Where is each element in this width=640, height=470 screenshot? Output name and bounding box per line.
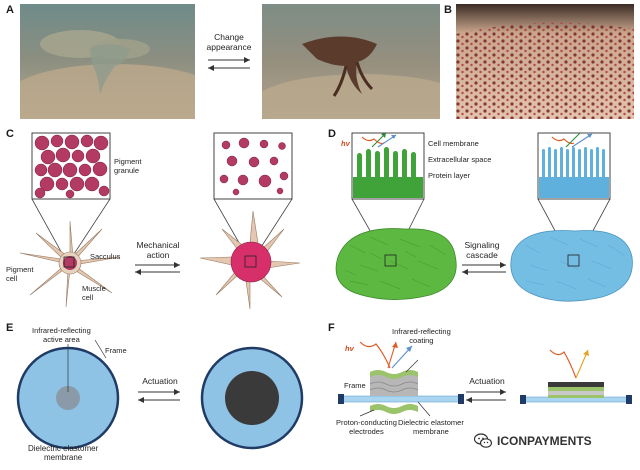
frame-label-f: Frame <box>344 381 366 390</box>
pigment-granule-label: Pigment granule <box>114 157 142 175</box>
protein-layer-label: Protein layer <box>428 171 471 180</box>
leucophore-diagram <box>335 132 633 302</box>
arrow-label-line2: appearance <box>206 42 252 53</box>
panel-c-letter: C <box>6 128 14 140</box>
chromatophore-diagram <box>19 132 301 310</box>
coating-label: Infrared-reflecting coating <box>392 327 451 345</box>
panel-a-letter: A <box>6 4 14 16</box>
arrow-label-line1: Change <box>214 32 244 42</box>
pigment-cell-label: Pigment cell <box>6 265 34 283</box>
change-arrows <box>208 57 250 71</box>
actuator-side-diagram <box>338 341 632 417</box>
squid-photo-left <box>20 4 195 119</box>
change-appearance-label: Change appearance <box>196 32 262 52</box>
frame-label-e: Frame <box>105 346 127 355</box>
wechat-icon <box>474 433 492 448</box>
hv-label-f: hv <box>345 344 354 353</box>
dielectric-label-e: Dielectric elastomer membrane <box>28 444 99 463</box>
mechanical-action-label: Mechanical action <box>136 240 180 261</box>
panel-e-letter: E <box>6 322 14 334</box>
watermark-text: ICONPAYMENTS <box>497 433 592 448</box>
cell-membrane-label: Cell membrane <box>428 139 479 148</box>
muscle-cell-label: Muscle cell <box>82 284 106 302</box>
actuator-circle-diagram <box>16 339 304 450</box>
panel-f-letter: F <box>328 322 335 334</box>
electrodes-label: Proton-conducting electrodes <box>336 418 397 436</box>
squid-photo-right <box>262 4 440 119</box>
panel-d-letter: D <box>328 128 336 140</box>
sacculus-label: Sacculus <box>90 252 121 261</box>
extracellular-space-label: Extracellular space <box>428 155 492 164</box>
active-area-label: Infrared-reflecting active area <box>32 326 91 344</box>
actuation-label-e: Actuation <box>142 376 178 386</box>
skin-texture-photo <box>456 4 634 119</box>
hv-label-d: hv <box>341 139 350 148</box>
signaling-cascade-label: Signaling cascade <box>464 240 500 261</box>
panel-b-letter: B <box>444 4 452 16</box>
actuation-label-f: Actuation <box>469 376 505 386</box>
watermark: ICONPAYMENTS <box>474 433 592 448</box>
membrane-label-f: Dielectric elastomer membrane <box>398 418 464 436</box>
